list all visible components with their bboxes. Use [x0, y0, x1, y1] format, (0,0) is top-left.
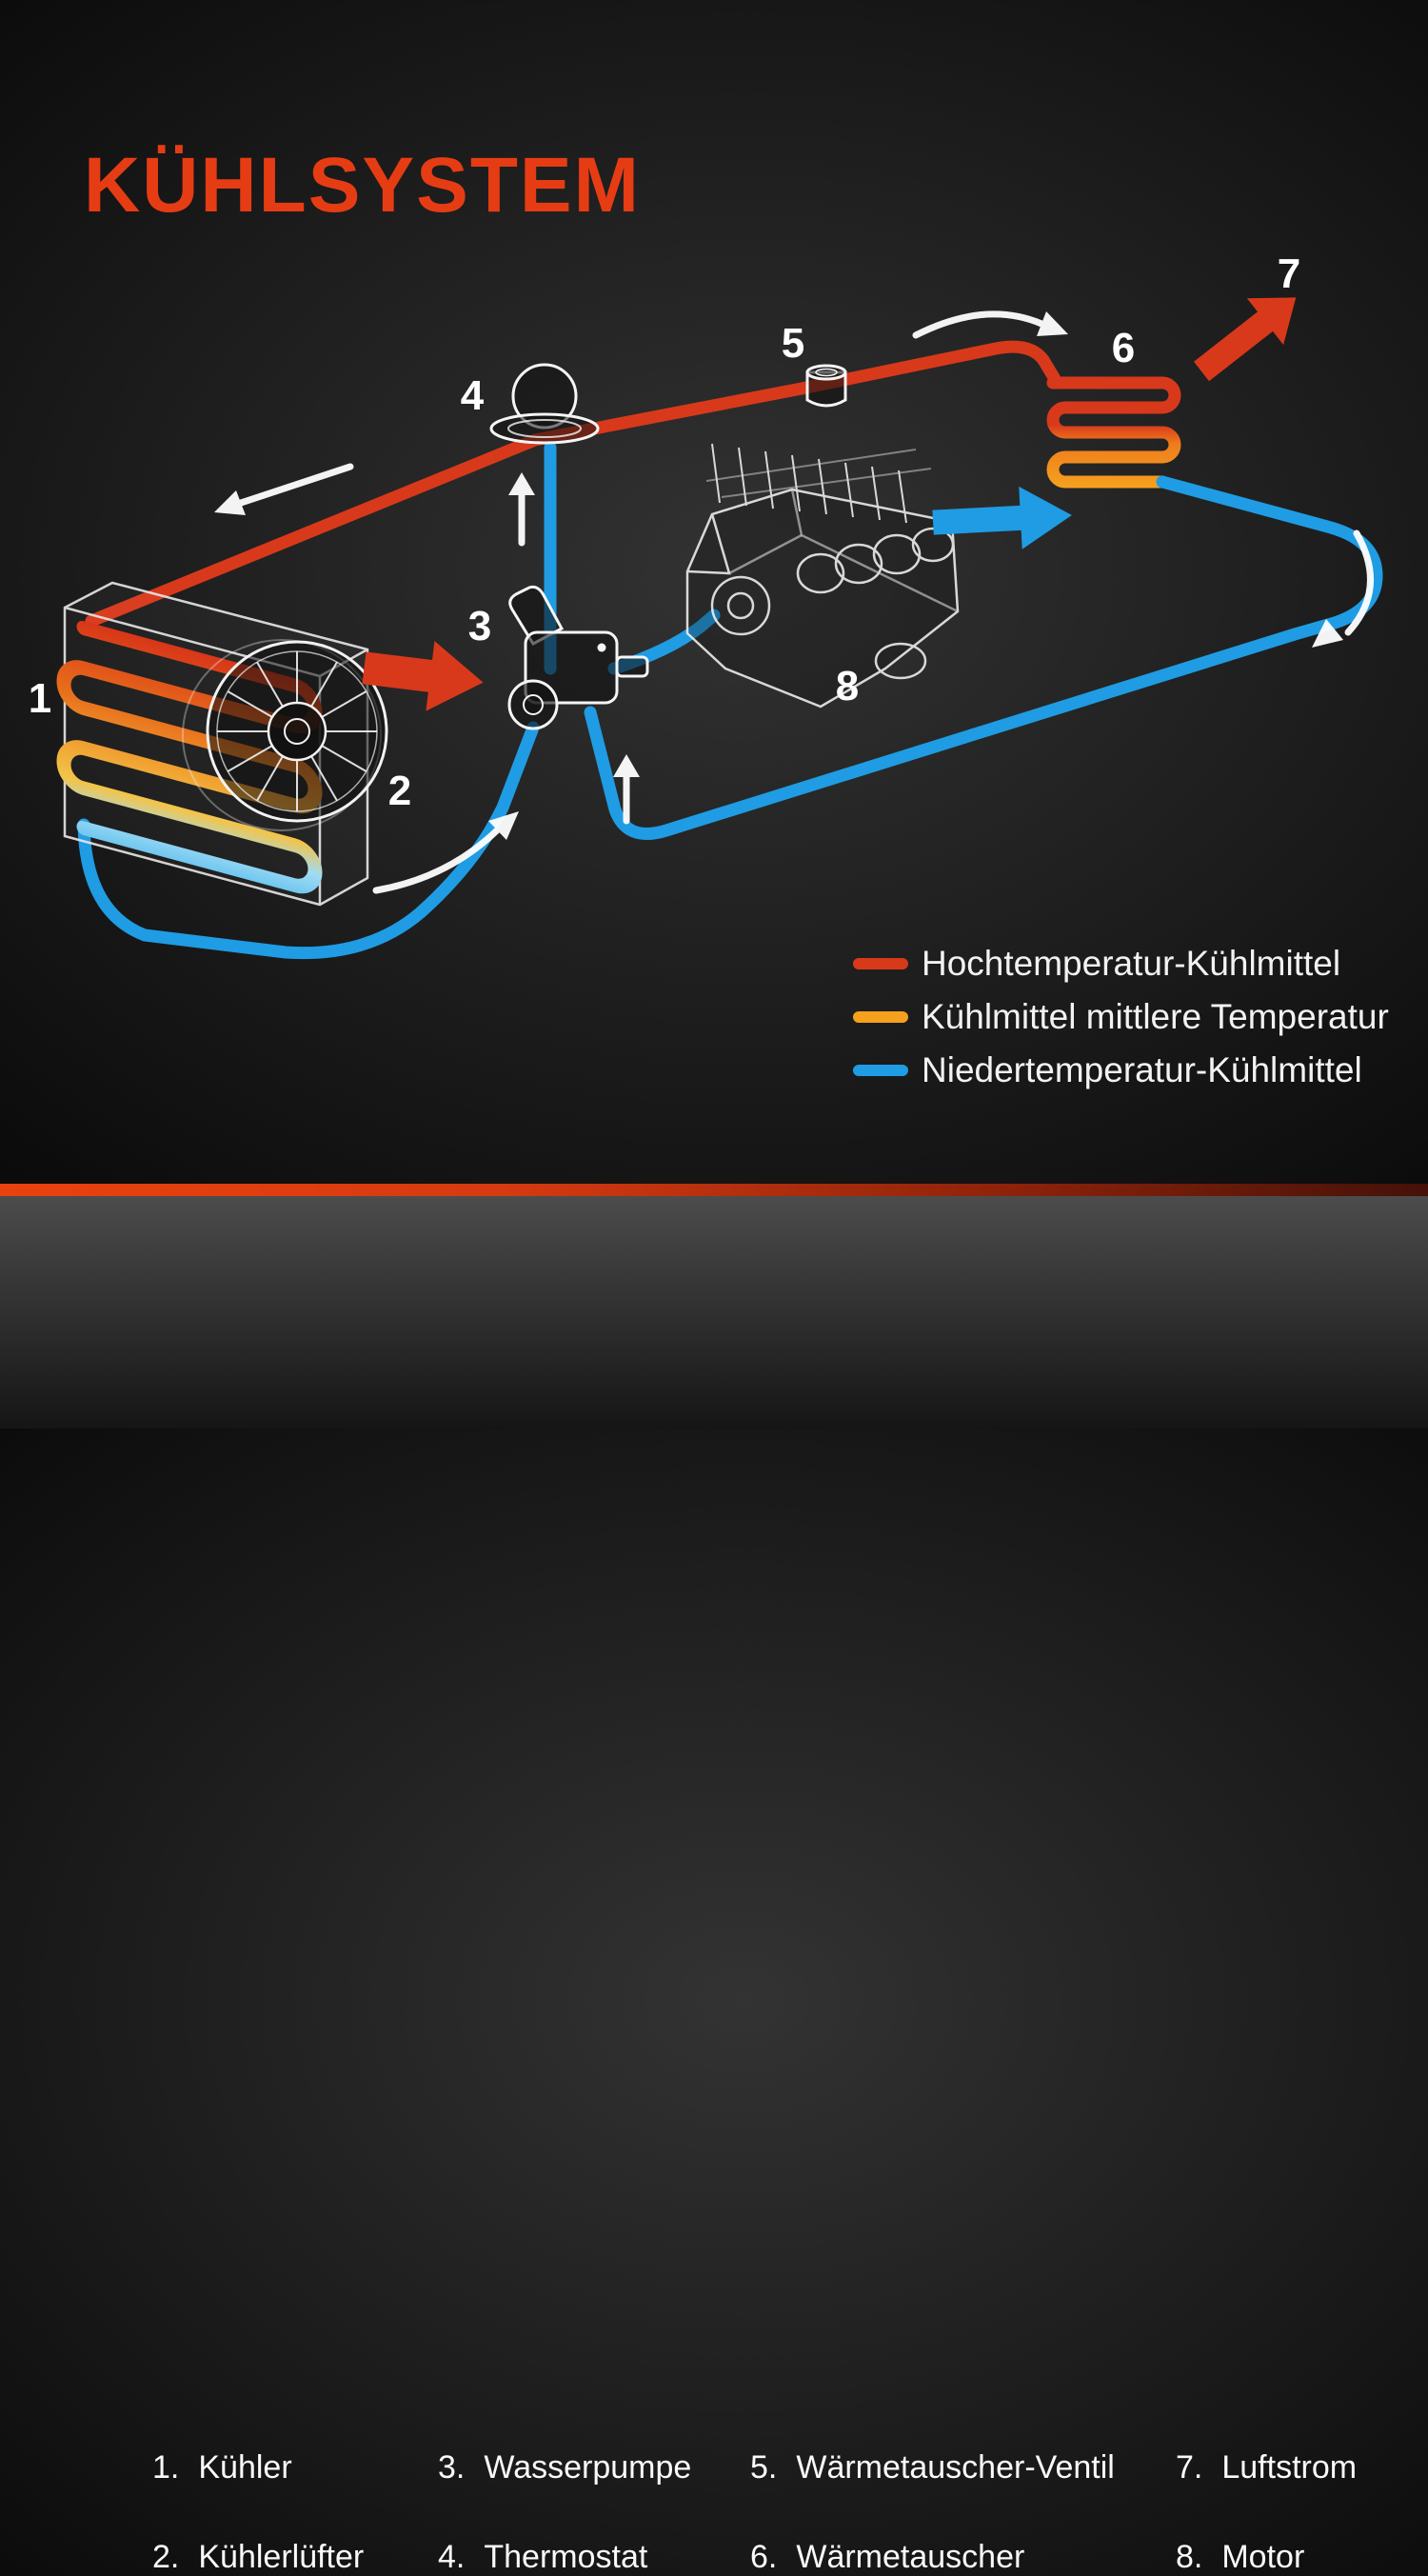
part-item-kuehler: 1. Kühler — [152, 2449, 292, 2486]
marker-3: 3 — [468, 603, 491, 649]
page-title: KÜHLSYSTEM — [84, 142, 641, 229]
high-temp-pipe — [85, 340, 1061, 628]
radiator-outlet-pipe — [77, 721, 540, 960]
marker-8: 8 — [836, 663, 859, 709]
legend-label: Niedertemperatur-Kühlmittel — [922, 1050, 1362, 1089]
part-number: 6. — [750, 2539, 778, 2575]
radiator-fan-illustration — [182, 639, 388, 831]
part-label: Kühler — [198, 2449, 292, 2486]
flow-direction-arrows — [214, 310, 1375, 894]
part-item-luftstrom: 7. Luftstrom — [1176, 2449, 1357, 2486]
color-legend: Hochtemperatur-Kühlmittel Kühlmittel mit… — [853, 944, 1389, 1105]
part-item-wasserpumpe: 3. Wasserpumpe — [438, 2449, 691, 2486]
high-temp-swatch — [853, 958, 908, 969]
part-label: Thermostat — [484, 2539, 648, 2575]
part-number: 3. — [438, 2449, 466, 2486]
part-number: 5. — [750, 2449, 778, 2486]
marker-5: 5 — [782, 320, 804, 367]
part-number: 1. — [152, 2449, 180, 2486]
water-pump-illustration — [507, 585, 649, 730]
heat-exchanger-coil — [1046, 376, 1181, 489]
part-number: 4. — [438, 2539, 466, 2575]
cool-flow-arrow — [932, 486, 1072, 549]
part-item-kuehlerluefter: 2. Kühlerlüfter — [152, 2539, 364, 2576]
thermostat-illustration — [489, 363, 600, 445]
part-number: 8. — [1176, 2539, 1203, 2575]
part-item-thermostat: 4. Thermostat — [438, 2539, 647, 2576]
part-number: 7. — [1176, 2449, 1203, 2486]
legend-label: Kühlmittel mittlere Temperatur — [922, 997, 1389, 1036]
legend-item-high-temp: Hochtemperatur-Kühlmittel — [853, 944, 1389, 983]
mid-temp-swatch — [853, 1011, 908, 1023]
part-item-waermetauscher-ventil: 5. Wärmetauscher-Ventil — [750, 2449, 1115, 2486]
legend-item-low-temp: Niedertemperatur-Kühlmittel — [853, 1050, 1389, 1089]
part-label: Kühlerlüfter — [198, 2539, 365, 2575]
part-label: Luftstrom — [1221, 2449, 1358, 2486]
airflow-arrow — [1193, 297, 1297, 382]
engine-illustration — [685, 443, 960, 709]
heater-valve-illustration — [805, 364, 847, 408]
part-label: Wärmetauscher-Ventil — [796, 2449, 1115, 2486]
part-label: Wärmetauscher — [796, 2539, 1025, 2575]
part-number: 2. — [152, 2539, 180, 2575]
legend-item-mid-temp: Kühlmittel mittlere Temperatur — [853, 997, 1389, 1036]
marker-2: 2 — [388, 768, 411, 814]
marker-7: 7 — [1278, 250, 1300, 297]
marker-4: 4 — [461, 372, 485, 419]
parts-list-panel: 1. Kühler 2. Kühlerlüfter 3. Wasserpumpe… — [0, 1196, 1428, 2575]
legend-label: Hochtemperatur-Kühlmittel — [922, 944, 1341, 983]
marker-6: 6 — [1112, 325, 1135, 371]
low-temp-swatch — [853, 1065, 908, 1076]
part-item-waermetauscher: 6. Wärmetauscher — [750, 2539, 1024, 2576]
part-item-motor: 8. Motor — [1176, 2539, 1304, 2576]
hot-flow-arrow — [362, 641, 484, 711]
accent-divider — [0, 1184, 1428, 1196]
marker-1: 1 — [29, 675, 51, 722]
part-label: Wasserpumpe — [484, 2449, 692, 2486]
part-label: Motor — [1221, 2539, 1305, 2575]
cooling-system-diagram: 1 2 3 4 5 6 7 8 — [29, 250, 1383, 960]
